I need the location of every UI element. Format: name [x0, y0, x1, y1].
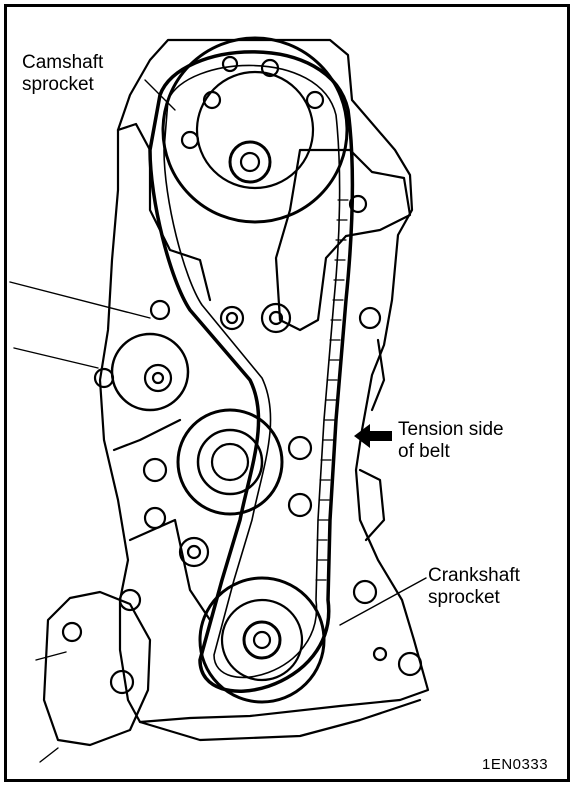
crankshaft-sprocket-ring	[220, 598, 304, 682]
timing-belt-inner	[163, 64, 341, 679]
tensioner-pulley	[110, 332, 190, 412]
crankshaft-leader-line	[339, 577, 427, 626]
crankshaft-sprocket-label-line2: sprocket	[428, 587, 500, 608]
bolt	[397, 651, 423, 677]
bolt	[260, 302, 292, 334]
bolt	[109, 669, 135, 695]
side-leader-line-3	[35, 651, 67, 661]
bolt	[178, 536, 210, 568]
bolt	[287, 435, 313, 461]
tension-side-arrow	[354, 424, 392, 448]
bolt	[372, 646, 388, 662]
oil-pump-housing	[42, 590, 152, 747]
bolt	[118, 588, 142, 612]
engine-block-outline	[98, 38, 430, 724]
oil-pan-lower	[138, 698, 422, 742]
bolt	[358, 306, 382, 330]
bolt	[93, 367, 115, 389]
camshaft-sprocket-label-line1: Camshaft	[22, 52, 104, 73]
camshaft-leader-line	[144, 79, 176, 111]
camshaft-sprocket-hub	[228, 140, 272, 184]
side-leader-line-2	[13, 347, 99, 369]
bolt	[352, 579, 378, 605]
bolt	[287, 492, 313, 518]
camshaft-sprocket-outer	[161, 36, 349, 224]
side-leader-line-4	[39, 747, 59, 763]
bolt	[149, 299, 171, 321]
idler-pulley-inner	[196, 428, 264, 496]
bolt	[142, 457, 168, 483]
figure-frame	[4, 4, 570, 782]
camshaft-sprocket-ring	[195, 70, 315, 190]
idler-pulley-outer	[176, 408, 284, 516]
bolt	[61, 621, 83, 643]
tension-side-label-line2: of belt	[398, 441, 450, 462]
crankshaft-sprocket-label-line1: Crankshaft	[428, 565, 520, 586]
bolt	[348, 194, 368, 214]
timing-belt-outer	[148, 50, 355, 693]
right-cover	[274, 148, 412, 332]
side-leader-line-1	[9, 281, 151, 319]
bolt	[219, 305, 245, 331]
tension-side-label-line1: Tension side	[398, 419, 504, 440]
camshaft-sprocket-label-line2: sprocket	[22, 74, 94, 95]
cam-hole	[202, 90, 222, 110]
figure-code: 1EN0333	[482, 756, 549, 773]
